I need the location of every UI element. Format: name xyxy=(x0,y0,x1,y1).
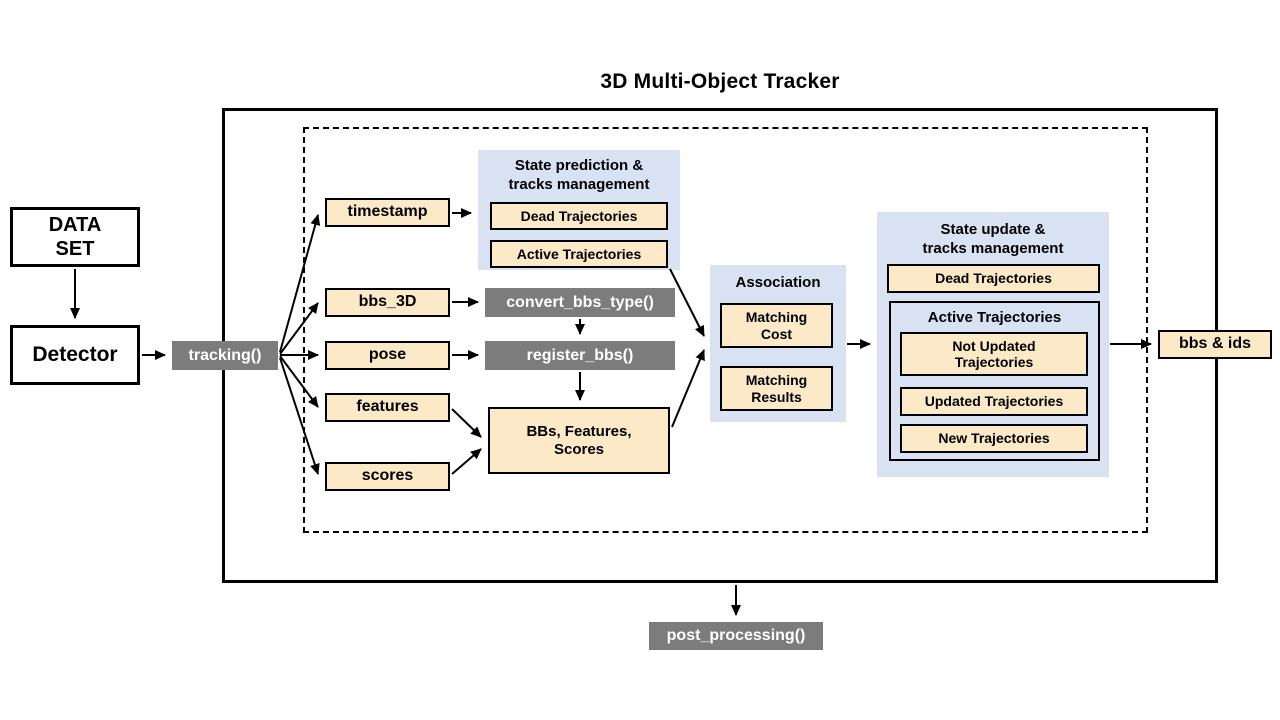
input-scores-box: scores xyxy=(325,462,450,491)
input-features-box: features xyxy=(325,393,450,422)
matching-cost-box: Matching Cost xyxy=(720,303,833,348)
tracking-function-box: tracking() xyxy=(172,341,278,370)
input-pose-box: pose xyxy=(325,341,450,370)
diagram-title: 3D Multi-Object Tracker xyxy=(600,70,840,93)
prediction-dead-trajectories-box: Dead Trajectories xyxy=(490,202,668,230)
update-dead-trajectories-box: Dead Trajectories xyxy=(887,264,1100,293)
detector-box: Detector xyxy=(10,325,140,385)
new-trajectories-box: New Trajectories xyxy=(900,424,1088,453)
update-active-trajectories-title: Active Trajectories xyxy=(927,309,1062,326)
dataset-box: DATA SET xyxy=(10,207,140,267)
post-processing-function-box: post_processing() xyxy=(649,622,823,650)
bbs-and-ids-output-box: bbs & ids xyxy=(1158,330,1272,359)
bbs-features-scores-box: BBs, Features, Scores xyxy=(488,407,670,474)
not-updated-trajectories-box: Not Updated Trajectories xyxy=(900,332,1088,376)
register-bbs-function-box: register_bbs() xyxy=(485,341,675,370)
prediction-active-trajectories-box: Active Trajectories xyxy=(490,240,668,268)
input-bbs-3d-box: bbs_3D xyxy=(325,288,450,317)
association-panel-title: Association xyxy=(735,274,821,291)
matching-results-box: Matching Results xyxy=(720,366,833,411)
state-update-panel-title: State update & tracks management xyxy=(922,221,1064,257)
state-prediction-panel-title: State prediction & tracks management xyxy=(508,157,650,193)
input-timestamp-box: timestamp xyxy=(325,198,450,227)
updated-trajectories-box: Updated Trajectories xyxy=(900,387,1088,416)
convert-bbs-type-function-box: convert_bbs_type() xyxy=(485,288,675,317)
